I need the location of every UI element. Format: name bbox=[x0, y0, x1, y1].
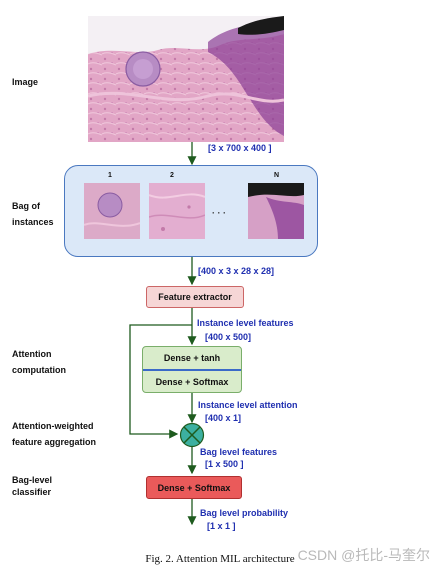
watermark: CSDN @托比-马奎尔 bbox=[297, 547, 430, 563]
bag-dimension: [400 x 3 x 28 x 28] bbox=[198, 266, 275, 276]
instance-features-title: Instance level features bbox=[197, 318, 294, 328]
histology-image bbox=[88, 16, 284, 142]
attention-divider bbox=[143, 369, 241, 371]
bag-features-title: Bag level features bbox=[200, 447, 278, 457]
aggregation-multiply-icon bbox=[179, 422, 205, 448]
image-dimension: [3 x 700 x 400 ] bbox=[208, 143, 272, 153]
feature-extractor-box: Feature extractor bbox=[146, 286, 244, 308]
instance-features-dimension: [400 x 500] bbox=[205, 332, 252, 342]
instance-index-2: 2 bbox=[170, 172, 174, 179]
label-attention-computation: Attention computation bbox=[12, 349, 66, 375]
ellipsis: · · · bbox=[212, 208, 226, 218]
label-bag-of-instances: Bag of instances bbox=[12, 201, 54, 227]
dense-softmax-layer: Dense + Softmax bbox=[155, 376, 229, 387]
label-bag-level-classifier: Bag-level classifier bbox=[12, 475, 53, 497]
instance-patch-1 bbox=[84, 183, 140, 239]
instance-attention-title: Instance level attention bbox=[198, 400, 298, 410]
instance-patch-n bbox=[248, 183, 304, 239]
bag-features-dimension: [1 x 500 ] bbox=[205, 459, 244, 469]
bag-probability-title: Bag level probability bbox=[200, 508, 289, 518]
instance-attention-dimension: [400 x 1] bbox=[205, 413, 242, 423]
figure-caption: Fig. 2. Attention MIL architecture bbox=[145, 553, 295, 565]
dense-tanh-layer: Dense + tanh bbox=[163, 353, 221, 363]
attention-block: Dense + tanh Dense + Softmax bbox=[142, 346, 242, 393]
skip-connection-to-aggregator bbox=[129, 324, 192, 439]
instance-index-1: 1 bbox=[108, 172, 112, 179]
classifier-box: Dense + Softmax bbox=[146, 476, 242, 499]
label-image: Image bbox=[12, 77, 39, 87]
instance-patch-2 bbox=[149, 183, 205, 239]
instance-index-n: N bbox=[274, 172, 280, 179]
label-attention-weighted-aggregation: Attention-weighted feature aggregation bbox=[12, 421, 97, 447]
bag-probability-dimension: [1 x 1 ] bbox=[207, 521, 236, 531]
